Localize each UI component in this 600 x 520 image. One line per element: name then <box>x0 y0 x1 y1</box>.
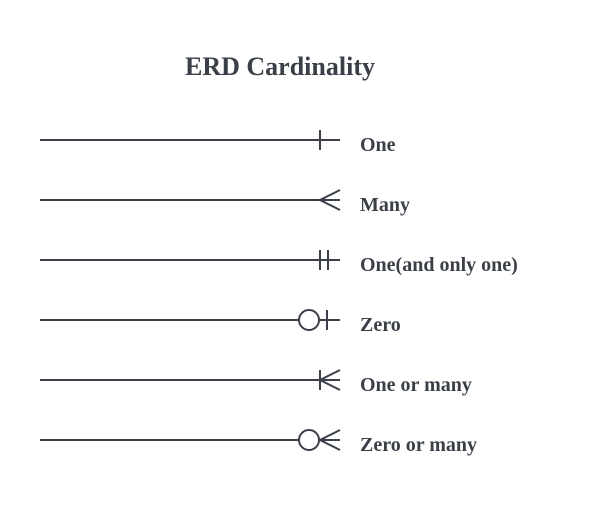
one-or-many-icon <box>40 369 341 391</box>
cardinality-label: Many <box>360 194 410 216</box>
cardinality-label: Zero or many <box>360 434 478 456</box>
one-icon <box>40 130 340 150</box>
cardinality-label: One(and only one) <box>360 254 518 276</box>
zero-or-many-icon <box>40 429 341 451</box>
cardinality-row-one-or-many: One or many <box>0 360 600 400</box>
many-icon <box>40 189 341 211</box>
cardinality-row-one-and-only-one: One(and only one) <box>0 240 600 280</box>
cardinality-row-one: One <box>0 120 600 160</box>
diagram-title: ERD Cardinality <box>185 52 375 81</box>
zero-icon <box>40 309 340 331</box>
cardinality-row-zero-or-many: Zero or many <box>0 420 600 460</box>
cardinality-row-many: Many <box>0 180 600 220</box>
cardinality-label: One <box>360 134 396 156</box>
cardinality-label: Zero <box>360 314 401 336</box>
one-and-only-one-icon <box>40 250 340 270</box>
cardinality-label: One or many <box>360 374 472 396</box>
cardinality-row-zero: Zero <box>0 300 600 340</box>
